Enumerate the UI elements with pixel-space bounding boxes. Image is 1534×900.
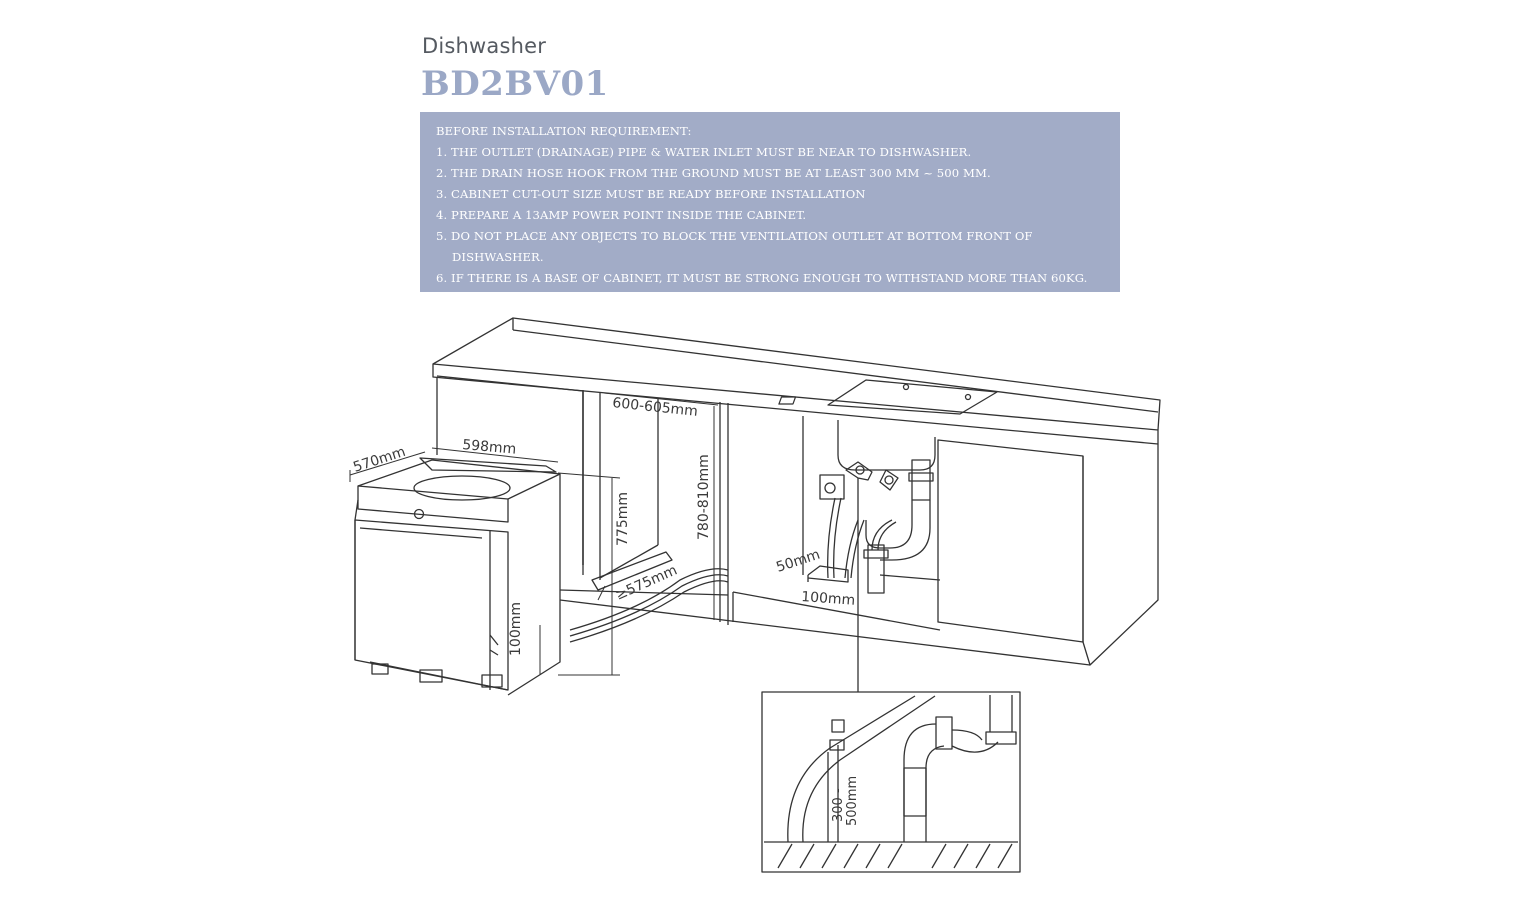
- requirement-item: 4. PREPARE A 13AMP POWER POINT INSIDE TH…: [436, 208, 807, 222]
- niche-height-label: 780-810mm: [696, 454, 712, 540]
- drain-trap: [863, 459, 934, 594]
- outlet-width-label: 100mm: [801, 589, 856, 609]
- right-cabinet: [559, 439, 1159, 666]
- appliance-height-label: 775mm: [615, 492, 631, 546]
- detail-callout: [761, 520, 1021, 873]
- dishwasher-niche: [559, 390, 729, 625]
- hose-hook-height-label-2: 500mm: [845, 776, 860, 826]
- requirement-item: 3. CABINET CUT-OUT SIZE MUST BE READY BE…: [436, 187, 866, 201]
- requirement-item: 2. THE DRAIN HOSE HOOK FROM THE GROUND M…: [436, 166, 991, 180]
- requirement-item: 1. THE OUTLET (DRAINAGE) PIPE & WATER IN…: [436, 145, 972, 159]
- requirements-panel: BEFORE INSTALLATION REQUIREMENT: 1. THE …: [420, 112, 1120, 292]
- outlet-box: [807, 565, 849, 583]
- drain-hose-detail: [764, 695, 1018, 869]
- outlet-height-label: 50mm: [774, 547, 822, 576]
- model-number: BD2BV01: [421, 64, 609, 104]
- requirements-heading: BEFORE INSTALLATION REQUIREMENT:: [436, 124, 692, 138]
- requirement-item-continued: DISHWASHER.: [452, 250, 544, 264]
- requirement-item: 6. IF THERE IS A BASE OF CABINET, IT MUS…: [436, 271, 1088, 285]
- hoses: [569, 497, 897, 643]
- dishwasher-unit: [354, 457, 561, 696]
- requirement-item: 5. DO NOT PLACE ANY OBJECTS TO BLOCK THE…: [436, 229, 1033, 243]
- sink-cabinet: [732, 416, 941, 631]
- hose-hook-height-label: 300 -: [831, 788, 846, 822]
- countertop: [432, 317, 1161, 445]
- width-label: 598mm: [462, 437, 517, 458]
- sink-basin: [778, 379, 998, 471]
- product-category: Dishwasher: [422, 34, 547, 58]
- dimension-lines: [349, 392, 719, 676]
- water-inlet-valve: [819, 461, 873, 520]
- plinth-label: 100mm: [508, 602, 524, 656]
